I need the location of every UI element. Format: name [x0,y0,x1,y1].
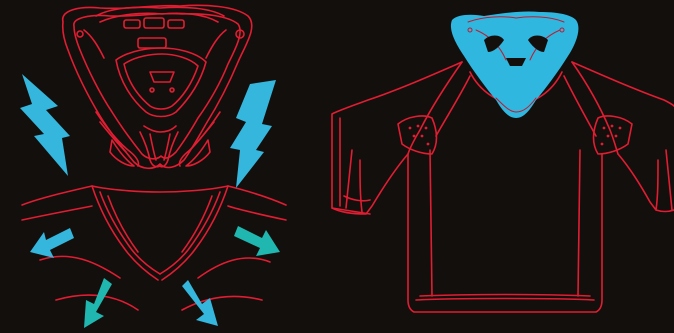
arrow-group [20,74,280,328]
arrow-down-left-lower [84,278,112,328]
jersey-collar-outline [22,186,286,310]
arrow-down-right-lower [182,280,218,326]
arrow-lightning-right [230,80,276,188]
jersey-panel [332,11,674,312]
neck-brace-outline-left [63,5,252,168]
arrow-lightning-left [20,74,70,176]
collar-closeup-panel [20,5,286,328]
arrow-down-left [30,228,74,258]
neck-brace-highlight [451,11,579,118]
arrow-down-right [234,226,280,256]
